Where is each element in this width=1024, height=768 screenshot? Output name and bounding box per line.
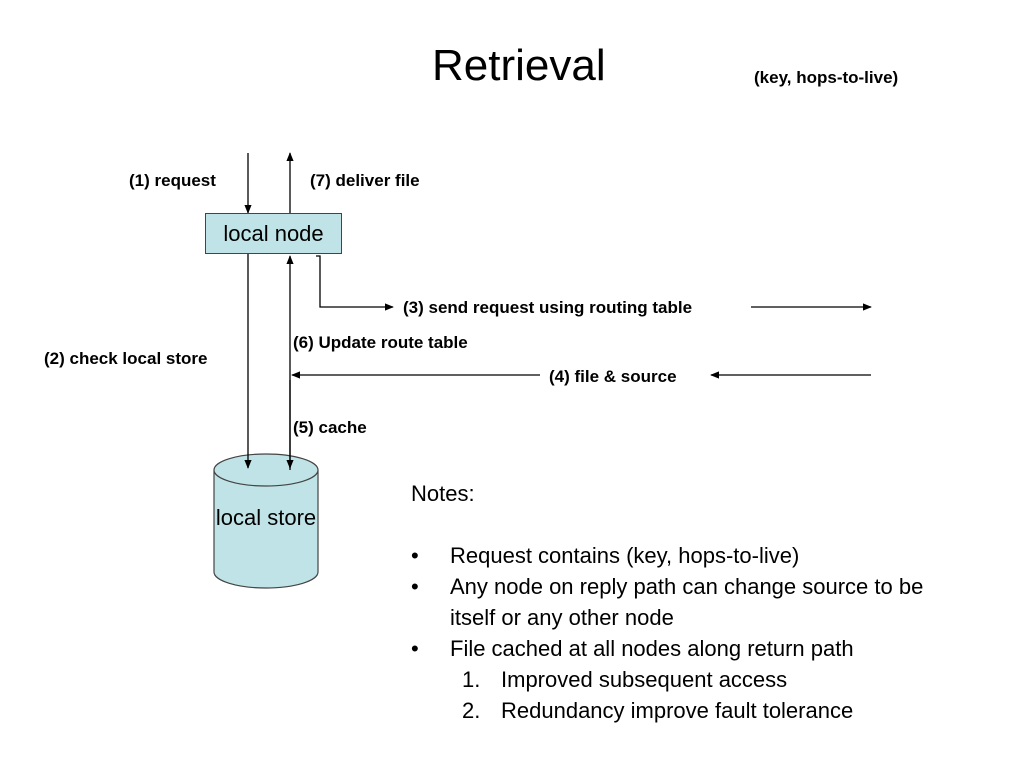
bullet-text: File cached at all nodes along return pa… (450, 636, 854, 661)
sub-item-number: 2. (462, 698, 481, 723)
notes-bullet: • Request contains (key, hops-to-live) (411, 540, 970, 571)
step-2-check-store-label: (2) check local store (44, 349, 208, 368)
local-store-label: local store (215, 505, 317, 530)
notes-heading: Notes: (411, 481, 475, 506)
local-store-cylinder (213, 453, 319, 589)
step-6-update-route-label: (6) Update route table (293, 333, 468, 352)
notes-sub-item: 1. Improved subsequent access (411, 664, 970, 695)
step-4-file-source-label: (4) file & source (549, 367, 677, 386)
step-5-cache-label: (5) cache (293, 418, 367, 437)
local-node-box: local node (205, 213, 342, 254)
slide-subtitle: (key, hops-to-live) (754, 68, 899, 87)
step-7-deliver-file-label: (7) deliver file (310, 171, 420, 190)
sub-item-text: Redundancy improve fault tolerance (501, 698, 854, 723)
notes-spacer (411, 509, 970, 540)
step-1-request-label: (1) request (129, 171, 216, 190)
notes-bullet: • Any node on reply path can change sour… (411, 571, 970, 633)
bullet-text: Any node on reply path can change source… (450, 574, 924, 630)
step-3-send-request-label: (3) send request using routing table (403, 298, 693, 317)
local-node-label: local node (223, 220, 324, 246)
notes-sub-item: 2. Redundancy improve fault tolerance (411, 695, 970, 726)
notes-bullet: • File cached at all nodes along return … (411, 633, 970, 664)
send-request-connector (316, 255, 394, 311)
notes-section: Notes: • Request contains (key, hops-to-… (411, 478, 970, 726)
notes-list: • Request contains (key, hops-to-live) •… (411, 540, 970, 726)
bullet-symbol: • (411, 574, 419, 599)
sub-item-text: Improved subsequent access (501, 667, 788, 692)
bullet-symbol: • (411, 636, 419, 661)
sub-item-number: 1. (462, 667, 481, 692)
bullet-text: Request contains (key, hops-to-live) (450, 543, 800, 568)
bullet-symbol: • (411, 543, 419, 568)
slide-title: Retrieval (432, 41, 606, 90)
